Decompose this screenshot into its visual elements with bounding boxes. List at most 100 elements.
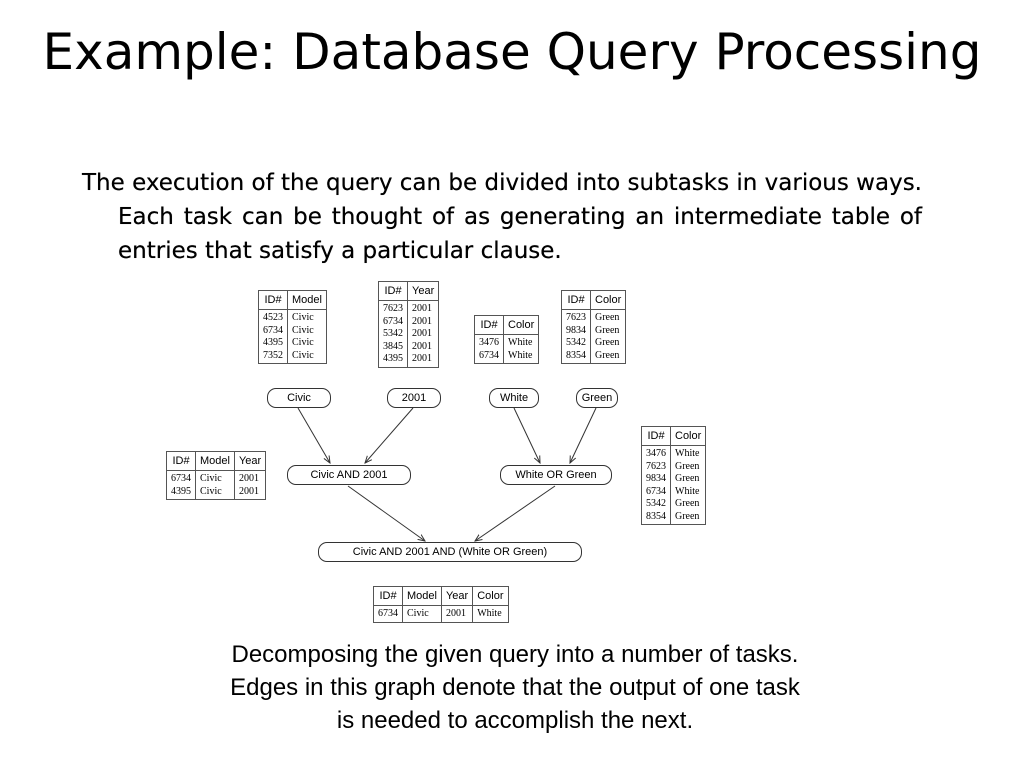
table-cell: 2001	[412, 303, 432, 314]
table-cell: Green	[675, 510, 700, 522]
task-node-final: Civic AND 2001 AND (White OR Green)	[318, 542, 582, 562]
table-cell: 5342	[566, 337, 586, 348]
column-header: ID#	[166, 451, 196, 471]
table-cell: Green	[595, 349, 620, 361]
task-node-civic: Civic	[267, 388, 331, 408]
table-cell: 4523	[263, 312, 283, 323]
table-cell: 7623	[566, 312, 586, 323]
table-cell: 2001	[238, 473, 259, 484]
table-cell: 8354	[646, 510, 666, 522]
table-cell: 3476	[479, 337, 499, 348]
caption-line-1: Decomposing the given query into a numbe…	[231, 641, 799, 668]
table-cell: 2001	[445, 608, 466, 619]
edge-green-to-white-or-green	[570, 407, 597, 463]
column-header: Year	[233, 451, 267, 471]
table-cell: 6734	[263, 324, 283, 336]
body-text: The execution of the query can be divide…	[82, 170, 922, 264]
column-header: ID#	[378, 281, 408, 301]
edge-civic-and-2001-to-final	[347, 485, 425, 541]
table-cell: White	[508, 337, 533, 348]
table-cell: White	[675, 485, 700, 497]
table-column-values: Civic	[402, 605, 442, 623]
table-cell: 7623	[646, 460, 666, 472]
column-header: ID#	[373, 586, 403, 606]
table-cell: 7623	[383, 303, 403, 314]
table-cell: 4395	[263, 337, 283, 348]
table-cell: 9834	[566, 324, 586, 336]
table-cell: White	[675, 448, 700, 459]
table-cell: 2001	[238, 485, 259, 497]
column-header: Color	[502, 315, 540, 335]
table-cell: 8354	[566, 349, 586, 361]
table-cell: 3845	[383, 340, 403, 352]
task-node-white: White	[489, 388, 539, 408]
table-cell: Green	[595, 337, 620, 348]
column-header: Color	[472, 586, 509, 606]
edge-2001-to-civic-and-2001	[365, 407, 414, 463]
edge-white-or-green-to-final	[475, 485, 556, 541]
table-cell: 2001	[412, 328, 432, 339]
task-node-white-or-green: White OR Green	[500, 465, 612, 485]
table-header-row: ID#Color	[561, 290, 627, 310]
table-cell: Civic	[200, 473, 222, 484]
column-header: ID#	[258, 290, 288, 310]
table-header-row: ID#Model	[258, 290, 327, 310]
table-cell: 6734	[383, 315, 403, 327]
table-header-row: ID#Year	[378, 281, 440, 301]
table-cell: 6734	[479, 349, 499, 361]
table-cell: 6734	[171, 473, 191, 484]
table-cell: 6734	[646, 485, 666, 497]
table-column-values: 6734	[373, 605, 403, 623]
table-cell: Green	[675, 460, 700, 472]
edge-civic-to-civic-and-2001	[297, 407, 330, 463]
table-cell: 3476	[646, 448, 666, 459]
column-header: ID#	[561, 290, 591, 310]
caption-line-2: Edges in this graph denote that the outp…	[230, 674, 800, 701]
table-column-values: 2001	[440, 605, 474, 623]
table-cell: Green	[595, 312, 620, 323]
slide-title: Example: Database Query Processing	[42, 23, 982, 81]
column-header: ID#	[641, 426, 671, 446]
table-cell: Civic	[292, 337, 314, 348]
table-cell: Civic	[200, 485, 222, 497]
table-cell: 4395	[171, 485, 191, 497]
table-cell: Civic	[407, 608, 429, 619]
figure-caption: Decomposing the given query into a numbe…	[140, 638, 890, 737]
column-header: ID#	[474, 315, 504, 335]
column-header: Model	[402, 586, 442, 606]
caption-line-3: is needed to accomplish the next.	[336, 707, 694, 734]
table-cell: 2001	[412, 340, 432, 352]
task-node-green: Green	[576, 388, 618, 408]
table-cell: 9834	[646, 473, 666, 484]
table-cell: White	[508, 349, 533, 361]
column-header: Model	[287, 290, 327, 310]
column-header: Year	[406, 281, 440, 301]
table-cell: 6734	[378, 608, 398, 619]
